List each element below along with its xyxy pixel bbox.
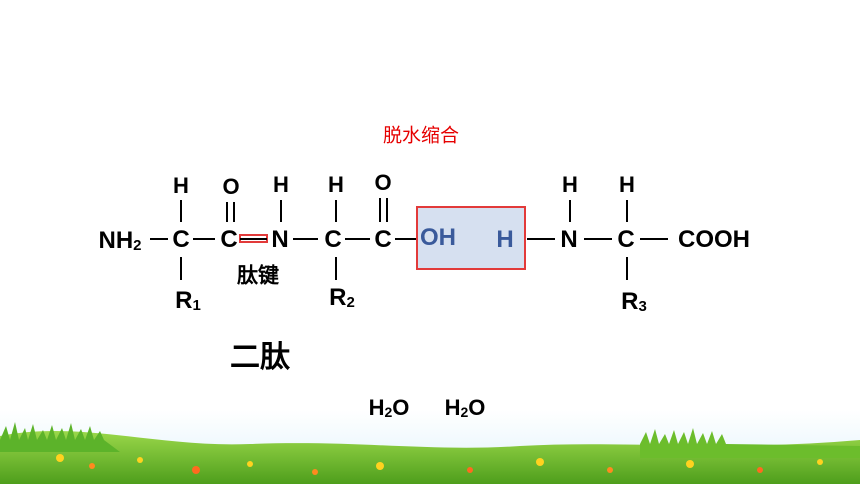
atom-o-c2: O xyxy=(222,174,240,199)
r-group-1-letter: R xyxy=(175,287,193,314)
carboxyl-group: COOH xyxy=(678,226,750,253)
water-molecule-2: H2O xyxy=(444,395,486,420)
atom-h-c1: H xyxy=(173,173,189,198)
amino-hydrogen: H xyxy=(496,226,514,253)
atom-h-n2: H xyxy=(562,172,578,197)
r-group-3-letter: R xyxy=(621,288,639,315)
atom-c3: C xyxy=(324,226,342,253)
atom-o-c4: O xyxy=(374,170,392,195)
amino-group: NH2 xyxy=(98,227,142,254)
r-group-1: R1 xyxy=(175,287,201,314)
r-group-2-letter: R xyxy=(329,284,347,311)
atom-h-c3: H xyxy=(328,172,344,197)
atom-h-c5: H xyxy=(619,172,635,197)
atom-c2: C xyxy=(220,226,238,253)
atom-c5: C xyxy=(617,226,635,253)
r-group-2: R2 xyxy=(329,284,355,311)
flower-decor xyxy=(56,454,823,475)
reaction-title: 脱水缩合 xyxy=(382,124,460,147)
r-group-2-sub: 2 xyxy=(346,294,355,311)
water-2-h: H xyxy=(444,395,461,420)
r-group-3-sub: 3 xyxy=(638,298,647,315)
amino-group-nh: NH xyxy=(98,227,134,254)
water-molecule-1: H2O xyxy=(368,395,410,420)
water-1-sub: 2 xyxy=(384,404,393,420)
grass-blades-right xyxy=(640,428,860,458)
grass-blades xyxy=(0,422,120,452)
hydroxyl-group: OH xyxy=(420,224,456,251)
atom-c4: C xyxy=(374,226,392,253)
grass-strip xyxy=(0,431,860,484)
water-elimination-box xyxy=(416,206,526,270)
water-1-h: H xyxy=(368,395,385,420)
r-group-1-sub: 1 xyxy=(192,297,201,314)
r-group-3: R3 xyxy=(621,288,647,315)
dipeptide-label: 二肽 xyxy=(230,340,290,375)
amino-group-sub: 2 xyxy=(133,237,142,254)
atom-n1: N xyxy=(271,226,289,253)
water-2-o: O xyxy=(468,395,486,420)
atom-h-n1: H xyxy=(273,172,289,197)
water-2-sub: 2 xyxy=(460,404,469,420)
water-1-o: O xyxy=(392,395,410,420)
atom-n2: N xyxy=(560,226,578,253)
atom-c1: C xyxy=(172,226,190,253)
bonds xyxy=(150,198,668,280)
peptide-bond-label: 肽键 xyxy=(237,263,279,288)
